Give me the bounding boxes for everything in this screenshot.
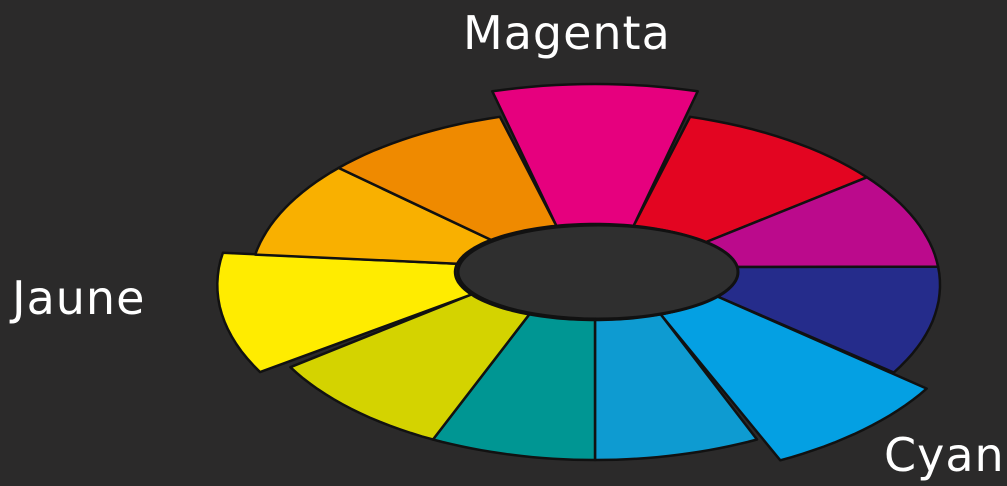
cyan-label: Cyan [884,432,1005,478]
wheel-hub [458,225,738,319]
magenta-label: Magenta [463,10,671,56]
jaune-label: Jaune [12,275,145,321]
